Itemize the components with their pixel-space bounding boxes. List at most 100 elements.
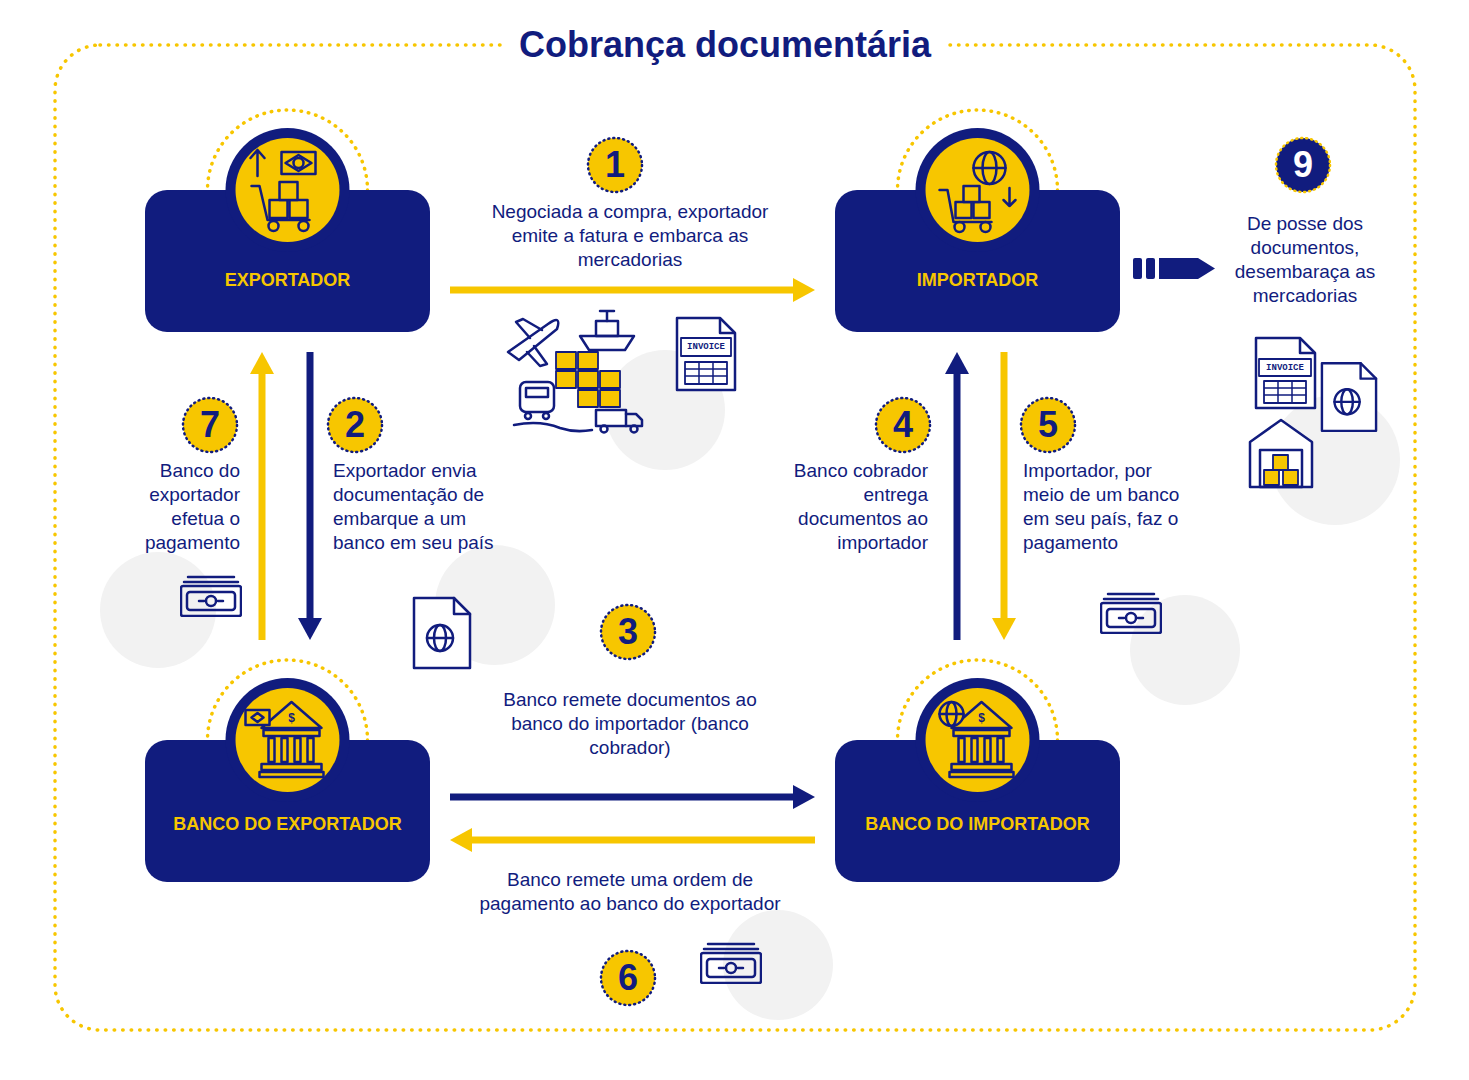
edge-label: Banco do exportador efetua o pagamento	[120, 459, 240, 555]
connector	[450, 785, 815, 809]
node-icon	[940, 702, 1014, 777]
connector-line	[954, 372, 961, 640]
banknote-icon	[1101, 594, 1161, 633]
title-holder: Cobrança documentária	[465, 22, 985, 68]
export-arrow	[251, 150, 265, 176]
connector-line	[1001, 352, 1008, 620]
banknote-icon	[701, 944, 761, 983]
invoice-heading-box	[681, 338, 731, 356]
background-discs	[100, 350, 1400, 1020]
invoice-icon	[677, 318, 735, 390]
arrowhead	[793, 785, 815, 809]
document-fold	[1300, 338, 1315, 353]
icon-disc	[236, 138, 340, 242]
flag-diamond	[286, 155, 312, 171]
node-icon	[940, 152, 1016, 232]
callout-number-holder: 3	[598, 611, 658, 653]
arrow-dash	[1133, 258, 1142, 279]
arrowhead	[450, 828, 472, 852]
icon-ring	[916, 128, 1040, 252]
callout-number-holder: 9	[1273, 144, 1333, 186]
ship-cabin	[596, 321, 618, 336]
edge-label-holder: Importador, por meio de um banco em seu …	[1023, 459, 1193, 555]
flag-circle	[294, 158, 304, 168]
document-page	[1256, 338, 1315, 408]
callout-number-holder: 6	[598, 957, 658, 999]
edge-label-holder: Negociada a compra, exportador emite a f…	[475, 200, 785, 272]
connector-line	[307, 352, 314, 620]
callout-number: 1	[585, 144, 645, 186]
bank-column	[269, 738, 275, 762]
cargo-box	[600, 390, 620, 407]
cargo-box	[270, 200, 288, 218]
invoice-text: INVOICE	[681, 340, 731, 354]
globe	[940, 702, 964, 726]
cart-wheel	[981, 222, 991, 232]
edge-label: Banco remete uma ordem de pagamento ao b…	[470, 868, 790, 916]
truck-wheel	[601, 426, 608, 433]
callout-number: 9	[1273, 144, 1333, 186]
edge-label-holder: Banco remete documentos ao banco do impo…	[480, 688, 780, 760]
plane-wing	[527, 346, 547, 366]
cargo-box	[600, 371, 620, 388]
warehouse-icon	[1250, 420, 1312, 487]
edge-label: Banco remete documentos ao banco do impo…	[480, 688, 780, 760]
edge-label: Banco cobrador entrega documentos ao imp…	[788, 459, 928, 555]
cargo-box	[556, 371, 576, 388]
cart-wheel	[269, 221, 279, 231]
warehouse-door	[1260, 450, 1302, 487]
banknote	[246, 710, 270, 725]
node-shape	[145, 660, 430, 882]
arrowhead	[945, 352, 969, 374]
edge-label-holder: Exportador envia documentação de embarqu…	[333, 459, 513, 555]
transport-icon	[508, 311, 642, 433]
icon-ring	[916, 678, 1040, 802]
node-shape	[835, 660, 1120, 882]
cargo-boxes	[556, 352, 620, 407]
node-label: BANCO DO EXPORTADOR	[145, 812, 430, 836]
dotted-frame	[55, 45, 1415, 1030]
warehouse-box	[1283, 470, 1298, 485]
background-disc	[723, 910, 833, 1020]
plane-wing	[516, 319, 542, 338]
bank-column	[282, 738, 288, 762]
currency-sign: $	[285, 711, 299, 725]
invoice-grid	[685, 362, 727, 384]
background-disc	[1130, 595, 1240, 705]
warehouse-boxes	[1264, 455, 1298, 485]
bank-step	[950, 772, 1014, 777]
bank-box: BANCO DO IMPORTADOR	[835, 660, 1120, 882]
bank-box: BANCO DO EXPORTADOR	[145, 660, 430, 882]
connector	[298, 352, 322, 640]
cargo-box	[578, 390, 598, 407]
node-box	[145, 190, 430, 332]
invoice-text-holder: INVOICE	[1260, 361, 1310, 375]
import-arrow	[1004, 188, 1016, 206]
train-window	[526, 388, 548, 397]
callout-number-holder: 1	[585, 144, 645, 186]
bank-column	[959, 738, 965, 762]
arrowhead	[992, 618, 1016, 640]
globe-document-icon	[1322, 363, 1376, 431]
warehouse-box	[1273, 455, 1288, 470]
callout-number: 3	[598, 611, 658, 653]
banknote-icon	[181, 577, 241, 616]
invoice-table	[1264, 381, 1306, 403]
cargo-box	[974, 202, 990, 218]
callout-number: 2	[325, 404, 385, 446]
bank-step	[262, 764, 322, 770]
currency-sign-holder: $	[285, 711, 299, 725]
train	[520, 382, 554, 412]
edge-label-holder: Banco remete uma ordem de pagamento ao b…	[470, 868, 790, 916]
flag	[282, 152, 316, 174]
callout-number: 7	[180, 404, 240, 446]
warehouse-box	[1264, 470, 1279, 485]
connector-line	[450, 794, 795, 801]
callout-number-holder: 4	[873, 404, 933, 446]
globe-equator	[974, 167, 1006, 170]
globe-document-icon	[414, 598, 470, 668]
bank-beam	[264, 730, 320, 736]
node-label: BANCO DO IMPORTADOR	[835, 812, 1120, 836]
bank-column	[998, 738, 1004, 762]
train-wheel	[543, 413, 549, 419]
